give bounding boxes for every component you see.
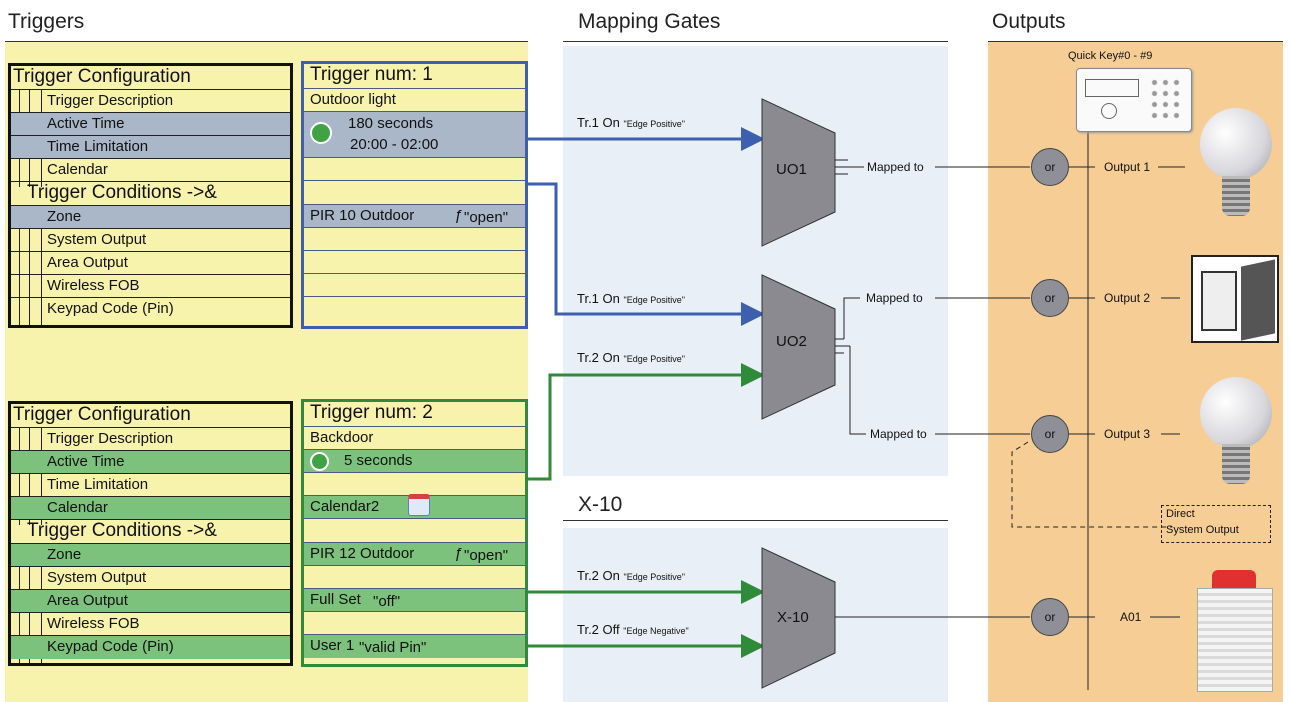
direct-system-output-box: Direct System Output bbox=[1161, 505, 1271, 543]
gate-uo1 bbox=[761, 98, 836, 247]
output-3-label: Output 3 bbox=[1104, 427, 1151, 441]
trigger-description-value: Outdoor light bbox=[310, 91, 396, 108]
triggers-title: Triggers bbox=[8, 10, 85, 33]
edge-label-1: Tr.1 On "Edge Positive" bbox=[577, 115, 685, 130]
edge-icon: ƒ bbox=[454, 207, 463, 224]
trigger-num: Trigger num: 1 bbox=[310, 64, 433, 85]
or-gate-3: or bbox=[1031, 415, 1069, 453]
x10-title: X-10 bbox=[578, 493, 623, 516]
trigger1-config-table: Trigger Configuration Trigger Descriptio… bbox=[8, 63, 293, 328]
row-active-time: Active Time bbox=[47, 453, 125, 470]
door-icon bbox=[1191, 255, 1279, 343]
direct-label: Direct bbox=[1166, 508, 1195, 520]
row-trigger-description: Trigger Description bbox=[47, 92, 174, 109]
bulb-base bbox=[1222, 176, 1250, 216]
row-zone: Zone bbox=[47, 208, 82, 225]
zone-value: PIR 10 Outdoor bbox=[310, 207, 415, 224]
edge-label-3: Tr.2 On "Edge Positive" bbox=[577, 350, 685, 365]
keypad-value: User 1 bbox=[310, 637, 355, 654]
trigger2-config-table: Trigger Configuration Trigger Descriptio… bbox=[8, 401, 293, 666]
edge-line-3 bbox=[528, 363, 765, 481]
row-keypad-code: Keypad Code (Pin) bbox=[47, 638, 174, 655]
row-zone: Zone bbox=[47, 546, 82, 563]
row-time-limitation: Time Limitation bbox=[47, 476, 149, 493]
mapped-to-2: Mapped to bbox=[866, 291, 923, 305]
system-output-label: System Output bbox=[1166, 524, 1239, 536]
calendar-icon bbox=[408, 494, 430, 516]
row-wireless-fob: Wireless FOB bbox=[47, 277, 140, 294]
bulb-base bbox=[1222, 444, 1250, 484]
row-system-output: System Output bbox=[47, 569, 147, 586]
config-header: Trigger Configuration bbox=[13, 66, 191, 87]
triggers-rule bbox=[5, 41, 528, 42]
zone-state: "open" bbox=[464, 547, 509, 564]
a01-label: A01 bbox=[1120, 610, 1142, 624]
row-trigger-description: Trigger Description bbox=[47, 430, 174, 447]
siren-light-icon bbox=[1212, 570, 1256, 590]
outputs-title: Outputs bbox=[992, 10, 1066, 33]
siren-body-icon bbox=[1197, 588, 1273, 692]
mapped-to-3: Mapped to bbox=[870, 427, 927, 441]
gate-x10 bbox=[761, 547, 836, 689]
trigger-num: Trigger num: 2 bbox=[310, 402, 433, 423]
clock-icon bbox=[310, 122, 332, 144]
light-bulb-icon bbox=[1200, 108, 1272, 180]
edge-line-2 bbox=[528, 182, 765, 326]
output-1-label: Output 1 bbox=[1104, 160, 1151, 174]
trigger-description-value: Backdoor bbox=[310, 429, 374, 446]
edge-label-5: Tr.2 Off "Edge Negative" bbox=[577, 622, 689, 637]
output-2-label: Output 2 bbox=[1104, 291, 1151, 305]
or-gate-4: or bbox=[1031, 598, 1069, 636]
mapped-to-1: Mapped to bbox=[867, 160, 924, 174]
zone-state: "open" bbox=[464, 209, 509, 226]
gate-uo1-label: UO1 bbox=[776, 161, 807, 178]
edge-label-2: Tr.1 On "Edge Positive" bbox=[577, 291, 685, 306]
active-time-value: 5 seconds bbox=[344, 452, 413, 469]
light-bulb-icon bbox=[1200, 377, 1272, 449]
or-gate-1: or bbox=[1031, 148, 1069, 186]
area-output-state: "off" bbox=[373, 593, 401, 610]
config-header: Trigger Configuration bbox=[13, 404, 191, 425]
time-limitation-value: 20:00 - 02:00 bbox=[350, 136, 439, 153]
row-area-output: Area Output bbox=[47, 592, 128, 609]
row-area-output: Area Output bbox=[47, 254, 128, 271]
keypad-state: "valid Pin" bbox=[359, 639, 427, 656]
keypad-icon bbox=[1076, 68, 1192, 132]
edge-icon: ƒ bbox=[454, 545, 463, 562]
calendar-value: Calendar2 bbox=[310, 498, 380, 515]
row-calendar: Calendar bbox=[47, 161, 108, 178]
row-system-output: System Output bbox=[47, 231, 147, 248]
trigger1-values-table: Trigger num: 1 Outdoor light 180 seconds… bbox=[301, 61, 528, 329]
gate-uo2 bbox=[761, 274, 836, 420]
gate-uo2-label: UO2 bbox=[776, 333, 807, 350]
row-calendar: Calendar bbox=[47, 499, 108, 516]
mapping-gates-rule bbox=[563, 41, 948, 42]
row-keypad-code: Keypad Code (Pin) bbox=[47, 300, 174, 317]
zone-value: PIR 12 Outdoor bbox=[310, 545, 415, 562]
row-time-limitation: Time Limitation bbox=[47, 138, 149, 155]
conditions-header: Trigger Conditions ->& bbox=[27, 182, 217, 203]
row-active-time: Active Time bbox=[47, 115, 125, 132]
x10-rule bbox=[563, 520, 948, 521]
or-gate-2: or bbox=[1031, 279, 1069, 317]
quick-key-label: Quick Key#0 - #9 bbox=[1068, 50, 1153, 62]
area-output-value: Full Set bbox=[310, 591, 361, 608]
edge-label-4: Tr.2 On "Edge Positive" bbox=[577, 568, 685, 583]
active-time-value: 180 seconds bbox=[348, 115, 434, 132]
mapping-gates-panel bbox=[563, 46, 948, 476]
trigger2-values-table: Trigger num: 2 Backdoor 5 seconds Calend… bbox=[301, 399, 528, 667]
conditions-header: Trigger Conditions ->& bbox=[27, 520, 217, 541]
outputs-rule bbox=[988, 41, 1283, 42]
row-wireless-fob: Wireless FOB bbox=[47, 615, 140, 632]
clock-icon bbox=[310, 452, 329, 471]
gate-x10-label: X-10 bbox=[777, 609, 809, 626]
x10-panel bbox=[563, 528, 948, 702]
mapping-gates-title: Mapping Gates bbox=[578, 10, 721, 33]
